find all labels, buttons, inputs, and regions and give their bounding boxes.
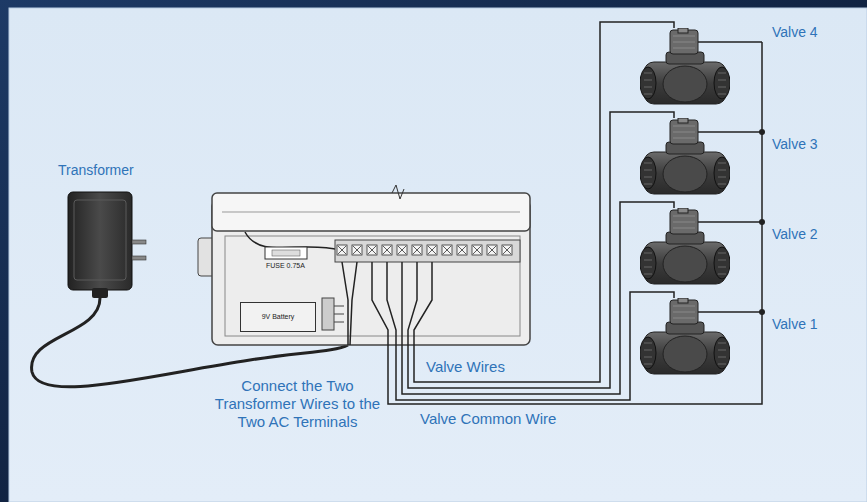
component-label: Transformer <box>58 162 134 179</box>
battery-label: 9V Battery <box>262 313 295 321</box>
battery-box: 9V Battery <box>240 302 316 332</box>
valve-label: Valve 2 <box>772 226 818 243</box>
wire-label: Valve Common Wire <box>420 410 556 428</box>
valve-label: Valve 4 <box>772 24 818 41</box>
valve-label: Valve 3 <box>772 136 818 153</box>
instruction-note: Connect the Two Transformer Wires to the… <box>205 377 390 431</box>
wire-label: Valve Wires <box>426 358 505 376</box>
fuse-label: FUSE 0.75A <box>266 262 305 270</box>
valve-label: Valve 1 <box>772 316 818 333</box>
